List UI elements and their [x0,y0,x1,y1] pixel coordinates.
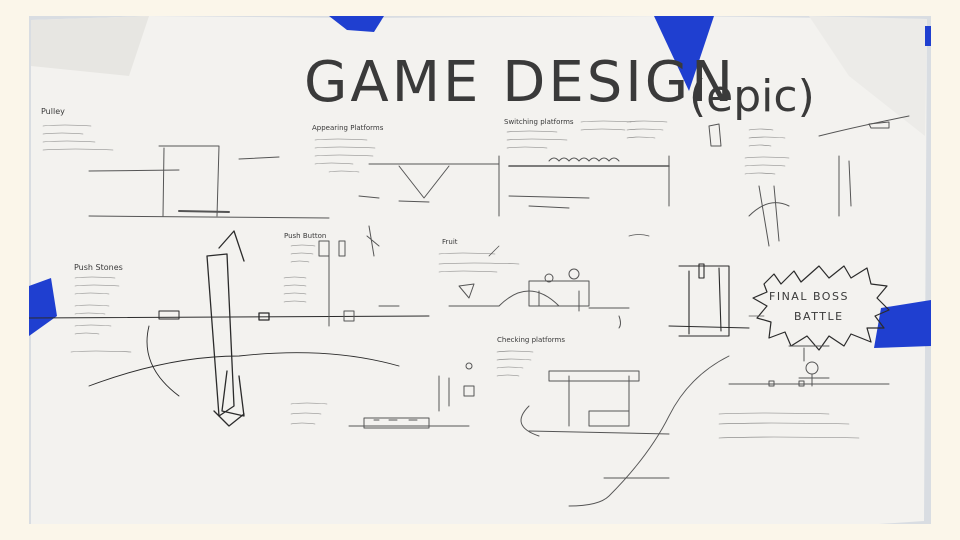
blue-tape-right-edge [925,26,931,46]
checkpoint-sketch [348,362,670,437]
pushbutton-sketch [318,225,400,327]
label-pushbutton: Push Button [284,232,326,240]
blue-tape-top-left [329,16,384,32]
label-platforms: Appearing Platforms [312,124,384,132]
tower-sketch [668,263,750,337]
boss-label-line1: FINAL BOSS [769,290,849,303]
pulley-sketch [88,145,330,219]
label-fruit: Fruit [442,238,458,246]
final-boss-callout: FINAL BOSS BATTLE [752,265,890,351]
boss-label-line2: BATTLE [794,310,844,323]
blue-tape-left [29,278,57,336]
label-pulley: Pulley [41,107,65,116]
fruit-sketch [448,268,630,329]
jump-sketch [708,115,910,247]
boss-arena-sketch [568,345,890,507]
misc-marks [488,234,765,317]
label-push-stones: Push Stones [74,263,123,272]
sketch-canvas: GAME DESIGN (epic) Pulley Appearing Plat… [29,16,931,524]
page-title: GAME DESIGN [304,50,736,115]
blue-tape-right [874,300,931,348]
handwritten-notes [42,120,860,439]
whiteboard-photo: GAME DESIGN (epic) Pulley Appearing Plat… [29,16,931,524]
page-title-suffix: (epic) [689,71,815,122]
label-switching: Switching platforms [504,118,574,126]
vertical-arrow-sketch [29,230,430,427]
paper-sheet [31,16,927,524]
blue-tape-top-right [654,16,714,91]
label-checkpoint: Checking platforms [497,336,565,344]
platform-sketch [358,155,670,217]
